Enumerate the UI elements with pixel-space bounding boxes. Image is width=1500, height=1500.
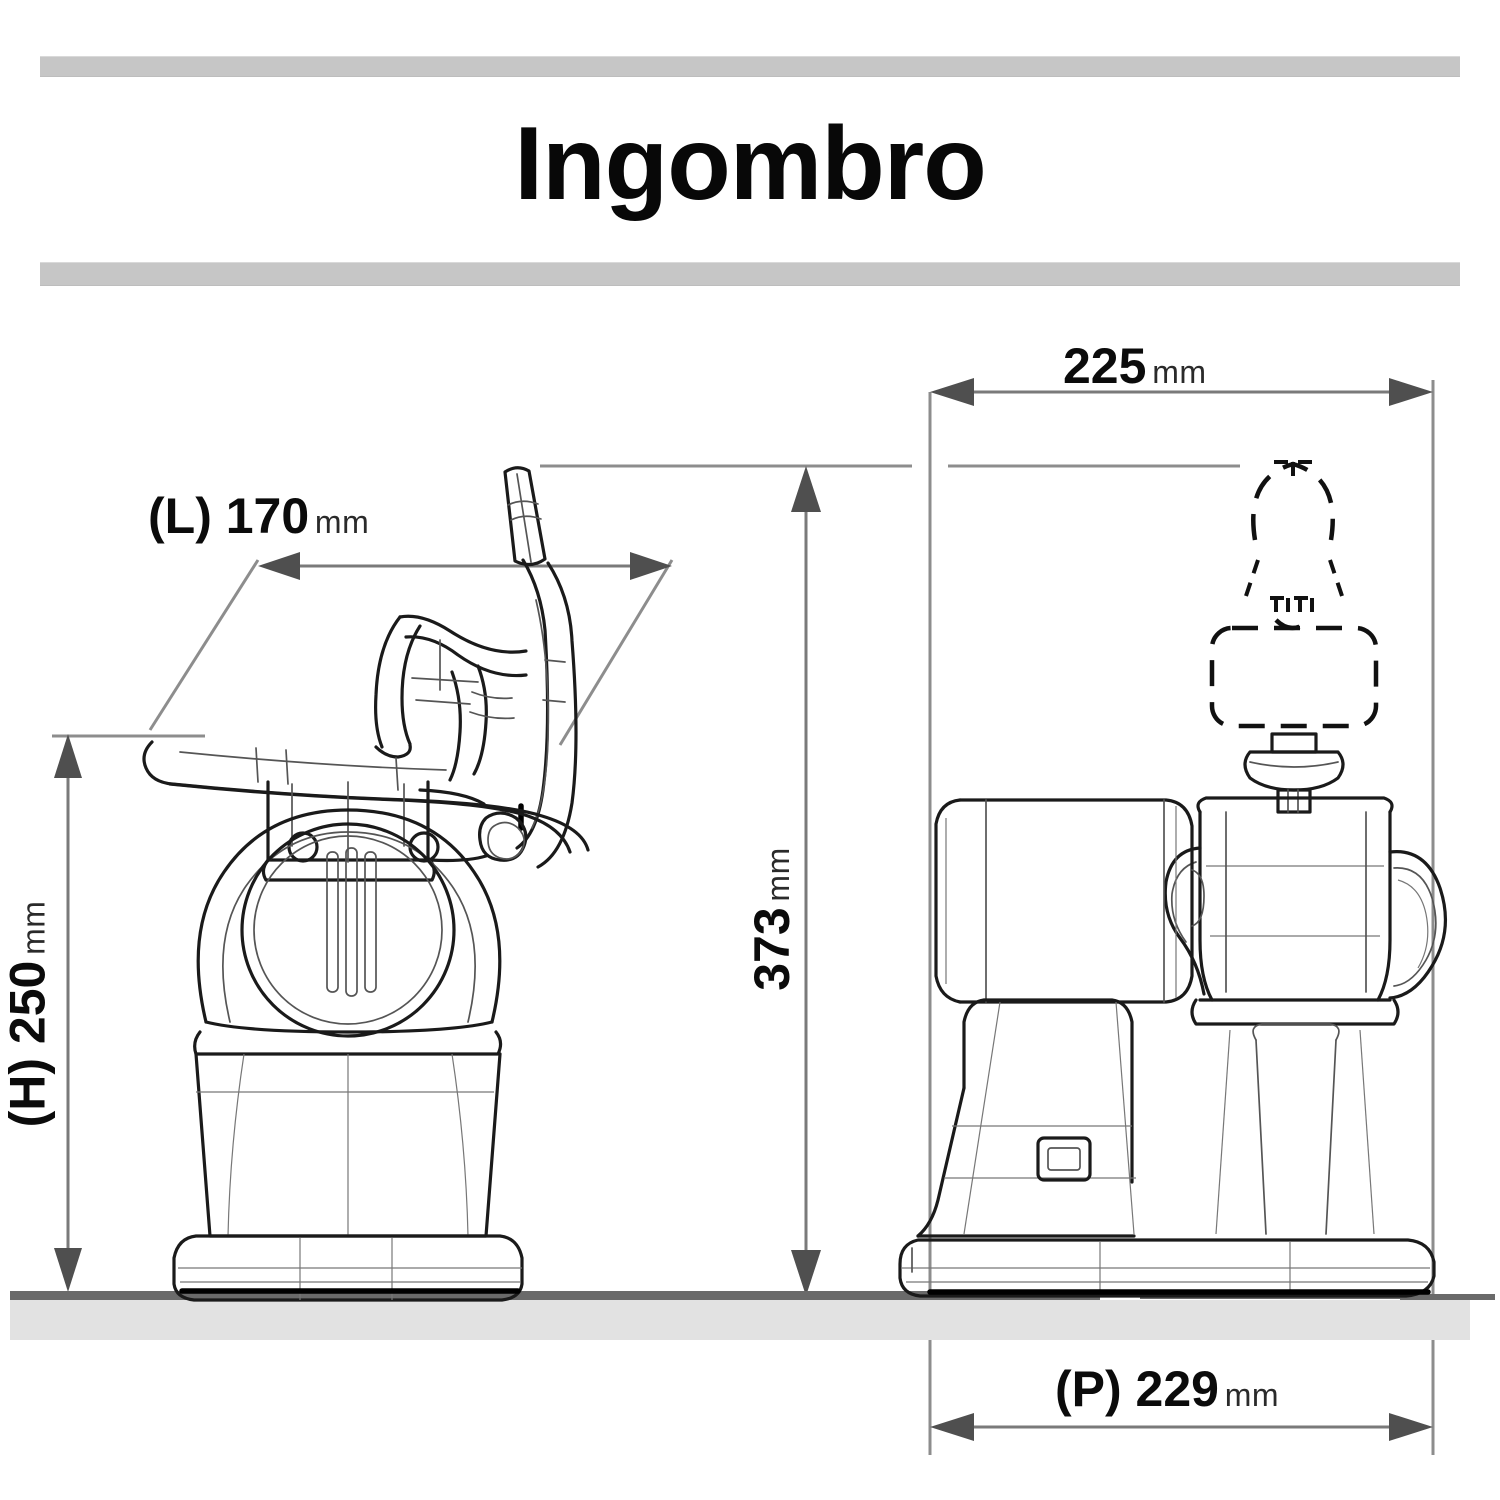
dimension-depth-unit: mm xyxy=(1224,1377,1280,1413)
lever-arm xyxy=(515,558,578,869)
body-taper xyxy=(193,1030,503,1238)
pivot-boss-right xyxy=(408,831,440,863)
dimension-height-250 xyxy=(52,734,205,1292)
dimension-label-height: (H) 250mm xyxy=(0,901,56,1128)
handle-pivot xyxy=(418,788,528,863)
dimension-length-value: (L) 170 xyxy=(148,488,310,544)
dimension-depth-value: (P) 229 xyxy=(1055,1361,1219,1417)
page-title: Ingombro xyxy=(514,106,986,222)
dimension-total-height-373 xyxy=(540,464,912,1296)
header-divider-top xyxy=(40,56,1460,77)
power-switch xyxy=(1036,1136,1092,1182)
pivot-boss-left xyxy=(287,831,319,863)
lever-grip xyxy=(503,466,547,567)
dimension-total-height-value: 373 xyxy=(743,907,800,991)
header-divider-bottom xyxy=(40,262,1460,286)
lever-yoke xyxy=(374,614,528,782)
cone-slots xyxy=(326,847,377,997)
juice-chamber xyxy=(1190,796,1400,1026)
dimension-length-170 xyxy=(148,552,674,746)
dimension-height-unit: mm xyxy=(15,900,52,955)
phantom-lever xyxy=(1242,460,1346,631)
front-handle-bar xyxy=(142,740,590,854)
dimension-width-unit: mm xyxy=(1152,354,1207,390)
base-plinth xyxy=(172,1234,524,1302)
dimension-width-225 xyxy=(928,378,1435,1300)
bowl-housing xyxy=(196,808,502,1034)
motor-pedestal xyxy=(916,998,1136,1238)
motor-housing xyxy=(934,798,1205,1004)
phantom-lid xyxy=(1209,625,1379,729)
press-ring-right xyxy=(1388,850,1448,1000)
dimension-length-unit: mm xyxy=(314,504,370,540)
juice-cup xyxy=(1215,1023,1375,1235)
press-knob xyxy=(1243,732,1345,814)
press-ring-left xyxy=(1163,846,1206,996)
ground-surface xyxy=(10,1291,1495,1340)
dimension-width-value: 225 xyxy=(1063,338,1147,394)
dimension-label-total-height: 373mm xyxy=(743,847,801,991)
dimension-total-height-unit: mm xyxy=(759,847,796,902)
dimension-height-value: (H) 250 xyxy=(0,960,56,1128)
base-slab xyxy=(898,1238,1436,1298)
strainer-circle xyxy=(240,822,456,1038)
upper-column xyxy=(261,780,436,882)
